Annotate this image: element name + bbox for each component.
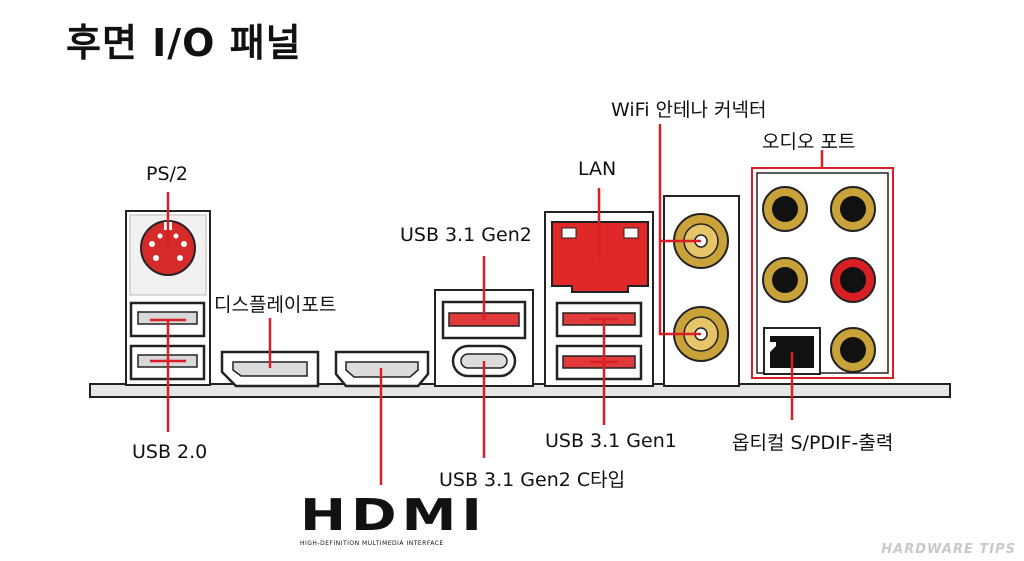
label-audio: 오디오 포트 — [762, 131, 856, 153]
audio-jack-2 — [830, 186, 876, 232]
hdmi-logo-tm: ™ — [466, 500, 474, 509]
callout-wifi — [658, 124, 701, 336]
label-usb20: USB 2.0 — [132, 441, 208, 463]
label-optical-spdif: 옵티컬 S/PDIF-출력 — [732, 432, 894, 454]
audio-jack-4 — [830, 257, 876, 303]
displayport-port — [220, 350, 320, 388]
label-ps2: PS/2 — [146, 163, 189, 185]
callout-lines — [150, 124, 824, 485]
hdmi-logo-subtitle: HIGH-DEFINITION MULTIMEDIA INTERFACE — [300, 540, 444, 547]
audio-jack-1 — [762, 186, 808, 232]
usb31gen1-port-lower — [555, 344, 643, 381]
label-lan: LAN — [578, 158, 617, 180]
audio-jack-3 — [762, 257, 808, 303]
label-displayport: 디스플레이포트 — [214, 294, 337, 316]
hdmi-logo: HDMI — [300, 490, 487, 541]
page-title: 후면 I/O 패널 — [66, 21, 302, 65]
watermark: HARDWARE TIPS — [881, 542, 1016, 557]
label-usb31gen1: USB 3.1 Gen1 — [545, 430, 677, 452]
label-usb31gen2-c: USB 3.1 Gen2 C타입 — [439, 469, 626, 491]
audio-jack-5 — [830, 327, 876, 373]
label-usb31gen2: USB 3.1 Gen2 — [400, 224, 532, 246]
label-wifi: WiFi 안테나 커넥터 — [611, 99, 767, 121]
